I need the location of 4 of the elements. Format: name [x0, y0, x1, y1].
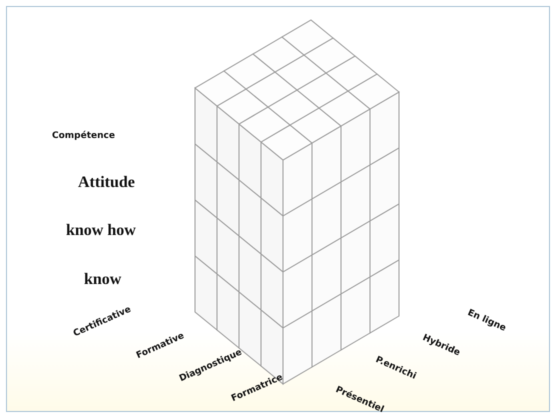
row-label: know [84, 271, 122, 289]
row-label: Attitude [78, 174, 135, 192]
row-label: Compétence [52, 131, 115, 141]
row-label: know how [66, 222, 136, 240]
